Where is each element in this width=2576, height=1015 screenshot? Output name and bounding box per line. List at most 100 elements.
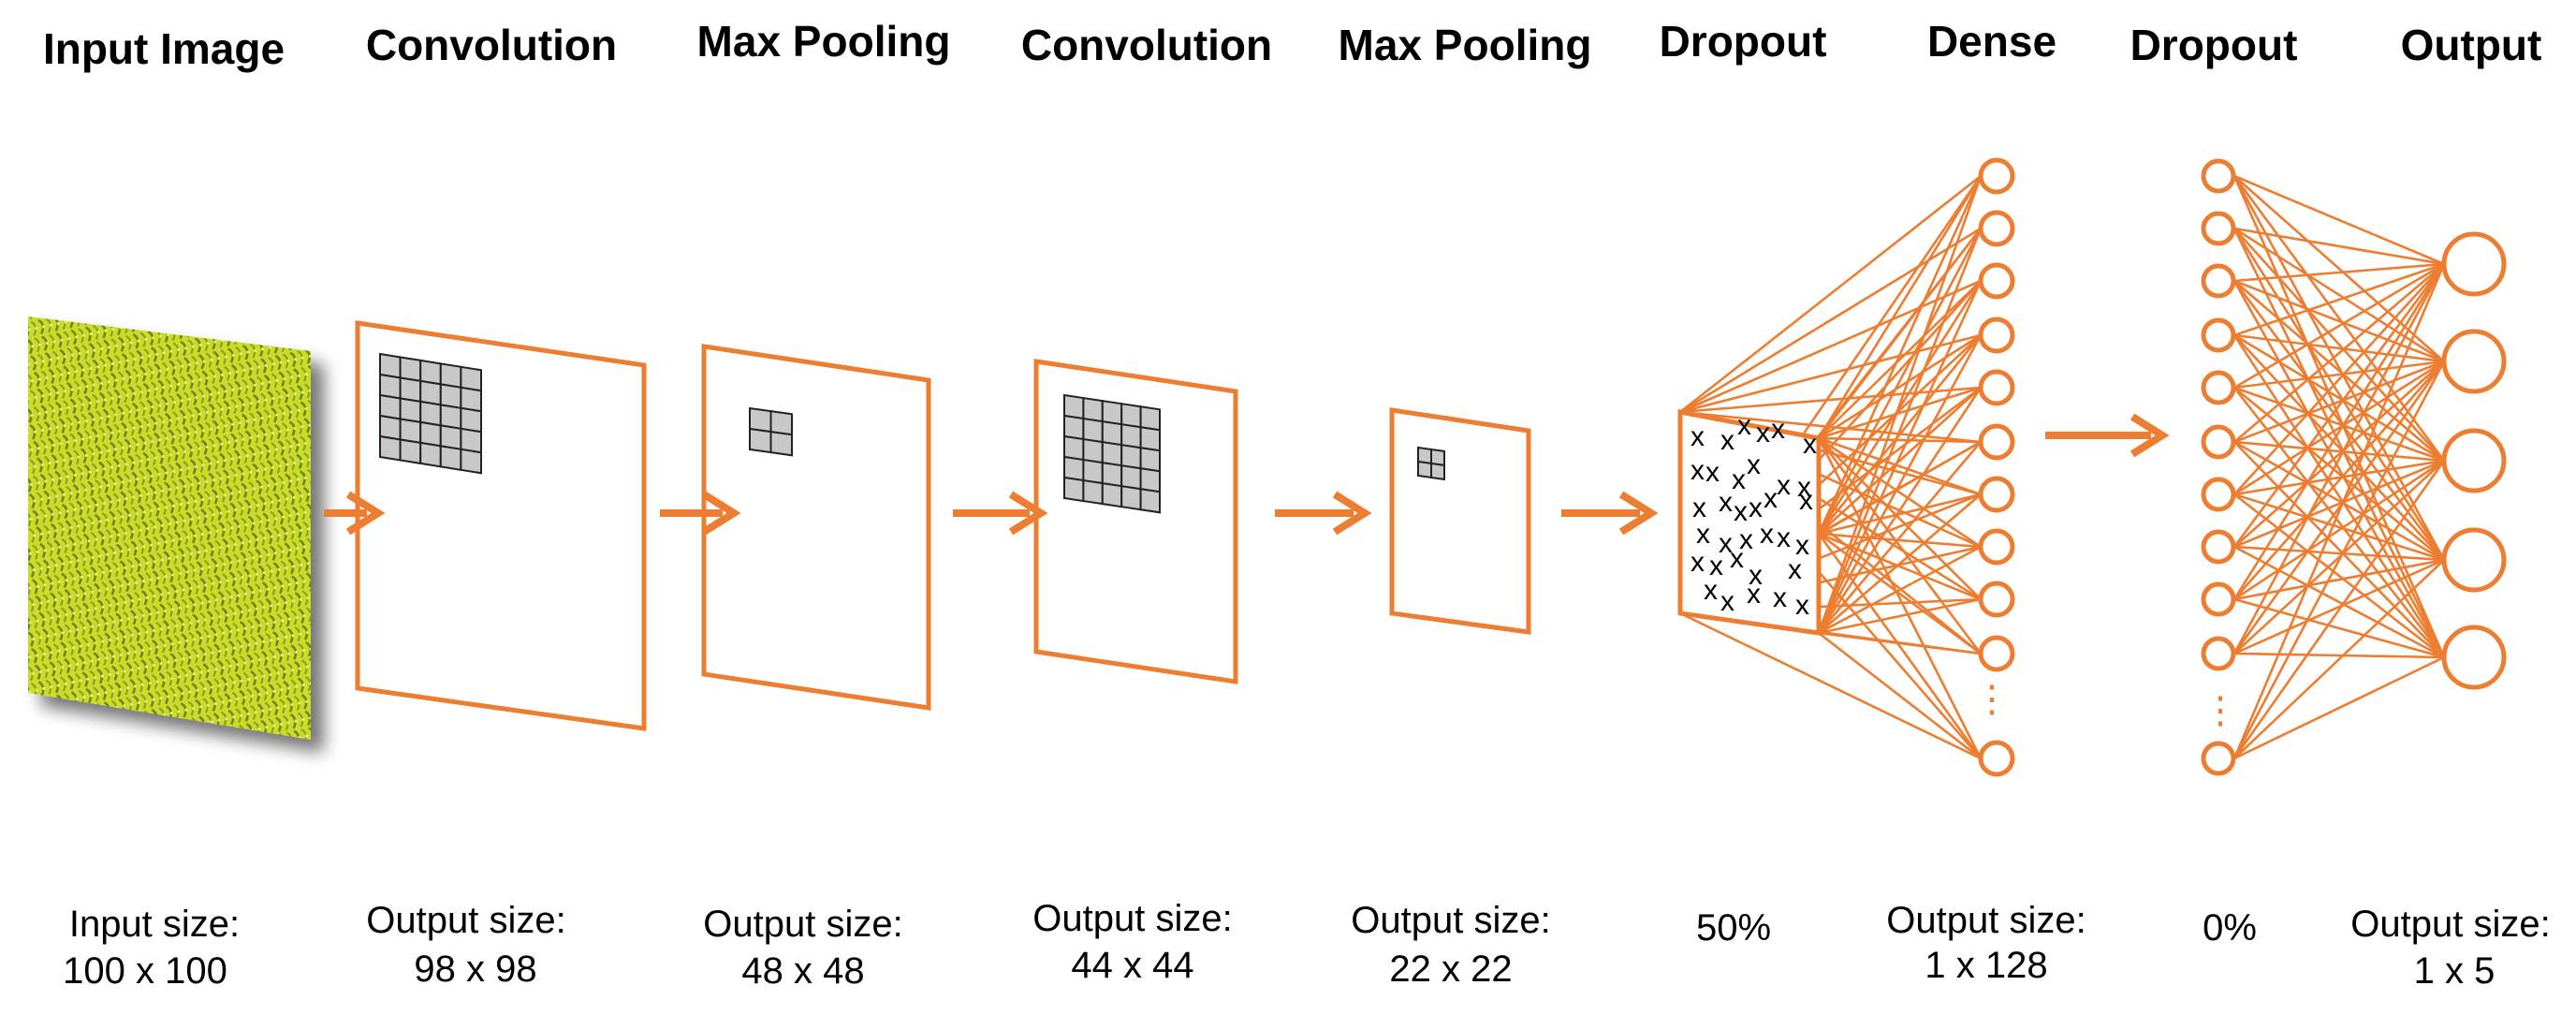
- kernel-cell: [769, 431, 793, 457]
- dropout-x-mark: x: [1709, 551, 1723, 581]
- connection-line: [1817, 175, 1983, 439]
- dense-ellipsis: ⋮: [1973, 679, 2011, 720]
- kernel-cell: [1139, 447, 1161, 473]
- connection-line: [2233, 360, 2445, 548]
- connection-line: [1818, 493, 1982, 536]
- dropout2-neuron: [2201, 211, 2236, 246]
- stage-title-convolution-1: Convolution: [366, 21, 617, 69]
- dropout-x-mark: x: [1795, 590, 1809, 621]
- connection-line: [1818, 597, 1982, 635]
- pool2-feature-map: [1389, 407, 1531, 635]
- connection-line: [1817, 280, 1983, 634]
- dropout-x-mark: x: [1797, 472, 1811, 503]
- kernel-cell: [1120, 403, 1142, 429]
- kernel-cell: [749, 427, 772, 454]
- dense-neuron: [1978, 528, 2015, 566]
- connection-line: [2233, 175, 2445, 362]
- conv1-size-label: Output size:: [366, 900, 565, 941]
- connection-line: [2232, 263, 2446, 759]
- dropout2-neuron: [2201, 477, 2236, 512]
- dense-neuron: [1978, 423, 2015, 461]
- connection-line: [1679, 611, 1982, 760]
- dense-neuron: [1978, 740, 2015, 777]
- stage-title-max-pooling-2: Max Pooling: [1339, 21, 1592, 69]
- connection-line: [2233, 360, 2445, 390]
- dropout-x-mark: x: [1764, 483, 1778, 514]
- dense-size-label: Output size:: [1886, 900, 2086, 941]
- connection-line: [2233, 334, 2445, 561]
- kernel-cell: [379, 434, 402, 462]
- kernel-cell: [1082, 396, 1104, 423]
- kernel-cell: [1063, 414, 1085, 441]
- arrow-conv1-to-pool1: [660, 491, 741, 536]
- kernel-cell: [419, 441, 442, 468]
- dropout-to-dense-connections: [1678, 174, 1983, 760]
- dropout-x-mark: x: [1705, 457, 1720, 488]
- dropout-x-mark: x: [1690, 547, 1705, 578]
- input-size-value: 100 x 100: [63, 950, 227, 992]
- connection-line: [1679, 174, 1982, 414]
- connection-line: [1818, 333, 1982, 440]
- connection-line: [2233, 440, 2445, 562]
- dropout-x-mark: x: [1719, 528, 1733, 559]
- kernel-cell: [1082, 417, 1104, 444]
- connection-line: [2232, 280, 2446, 561]
- connection-line: [2233, 262, 2445, 390]
- dropout2-to-output-connections: [2232, 174, 2446, 760]
- connection-line: [2233, 174, 2445, 266]
- dropout-x-mark: x: [1690, 455, 1705, 486]
- dropout-x-mark: x: [1803, 429, 1817, 460]
- pool2-size-label: Output size:: [1351, 900, 1550, 941]
- connection-line: [2232, 460, 2446, 759]
- dropout-x-mark: x: [1777, 470, 1791, 501]
- dropout2-neuron: [2201, 741, 2236, 776]
- connection-line: [1818, 387, 1982, 535]
- dropout2-neuron: [2201, 581, 2236, 617]
- connection-line: [2233, 227, 2445, 266]
- conv2-kernel-grid: [1063, 393, 1161, 514]
- dropout2-neuron: [2201, 317, 2236, 353]
- kernel-cell: [439, 445, 462, 471]
- connection-line: [2233, 460, 2445, 655]
- connection-line: [1679, 410, 1982, 444]
- stage-title-dense: Dense: [1927, 17, 2056, 66]
- dropout-x-mark: x: [1773, 582, 1787, 613]
- dropout-x-mark: x: [1739, 524, 1753, 555]
- connection-line: [2233, 441, 2445, 658]
- connection-line: [1817, 437, 1983, 655]
- conv2-size-value: 44 x 44: [1071, 945, 1193, 986]
- connection-line: [1818, 436, 1982, 549]
- dropout2-rate: 0%: [2203, 907, 2257, 949]
- kernel-cell: [1417, 460, 1432, 479]
- connection-line: [2233, 493, 2445, 659]
- connection-line: [1817, 334, 1983, 634]
- stage-title-max-pooling-1: Max Pooling: [697, 17, 951, 66]
- dropout2-ellipsis: ⋮: [2202, 690, 2239, 731]
- output-size-value: 1 x 5: [2414, 950, 2496, 992]
- dropout-x-mark: x: [1795, 530, 1809, 561]
- kernel-cell: [460, 448, 482, 475]
- arrow-pool1-to-conv2: [953, 491, 1048, 536]
- kernel-cell: [399, 438, 422, 465]
- connection-line: [2233, 459, 2445, 601]
- dropout-x-mark: x: [1760, 519, 1774, 550]
- connection-line: [2232, 334, 2446, 658]
- arrow-conv2-to-pool2: [1275, 491, 1372, 536]
- connection-line: [1817, 228, 1983, 535]
- connection-line: [1818, 532, 1982, 655]
- kernel-cell: [1101, 399, 1123, 426]
- dense-neuron: [1978, 369, 2015, 406]
- connection-line: [2233, 360, 2445, 496]
- dense-layer-neurons: [1978, 157, 2015, 777]
- output-neuron: [2441, 428, 2507, 493]
- connection-line: [2233, 597, 2445, 659]
- kernel-cell: [1120, 464, 1142, 491]
- kernel-cell: [1101, 481, 1123, 508]
- connection-line: [2232, 228, 2446, 658]
- connection-line: [1679, 386, 1982, 414]
- arrow-input-to-conv1: [324, 491, 386, 536]
- dropout-x-mark: x: [1734, 496, 1748, 527]
- pool1-size-label: Output size:: [703, 904, 902, 945]
- connection-line: [1817, 533, 1983, 759]
